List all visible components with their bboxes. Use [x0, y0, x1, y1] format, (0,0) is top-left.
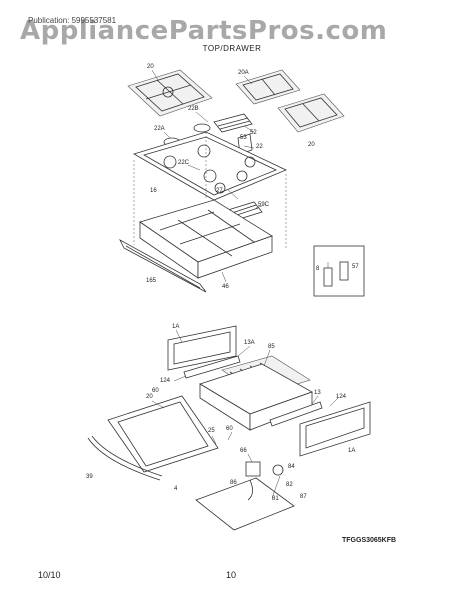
callout-124-left: 124 [160, 378, 171, 384]
side-panel-right[interactable] [299, 401, 371, 457]
callout-60-upper: 60 [152, 388, 159, 394]
grate-center[interactable] [235, 69, 301, 105]
callout-1a-left: 1A [172, 324, 179, 330]
cooktop-maintop[interactable] [133, 131, 287, 201]
callout-52: 52 [250, 130, 257, 136]
publication-header: Publication: 5995537581 [28, 16, 117, 25]
side-panel-left[interactable] [167, 325, 237, 371]
drawer-liner[interactable] [199, 363, 313, 431]
callout-81: 81 [272, 496, 279, 502]
callout-20-left: 20 [147, 64, 154, 70]
griddle-plate[interactable] [213, 113, 253, 133]
callout-124-right: 124 [336, 394, 347, 400]
callout-46: 46 [222, 284, 229, 290]
callout-8: 8 [316, 266, 320, 272]
callout-59c: 59C [258, 202, 270, 208]
callout-13a: 13A [244, 340, 255, 346]
slide-rail-right[interactable] [269, 401, 323, 427]
callout-13: 13 [314, 390, 321, 396]
callout-165: 165 [146, 278, 157, 284]
drawer-handle[interactable] [87, 435, 163, 481]
callout-20a: 20A [238, 70, 249, 76]
slide-rail-left[interactable] [183, 355, 241, 379]
callout-53: 53 [240, 135, 247, 141]
watermark: AppliancePartsPros.com [20, 16, 388, 46]
callout-86: 86 [230, 480, 237, 486]
front-rail[interactable] [119, 239, 207, 293]
lock-assembly[interactable] [245, 461, 284, 501]
callout-60-lower: 60 [226, 426, 233, 432]
callout-22: 22 [256, 144, 263, 150]
callout-87: 87 [300, 494, 307, 500]
igniter-inset[interactable] [313, 245, 365, 297]
callout-57: 57 [352, 264, 359, 270]
callout-4: 4 [174, 486, 178, 492]
callout-27: 27 [216, 188, 223, 194]
footer-page-number: 10 [226, 570, 237, 580]
callout-22b: 22B [188, 106, 199, 112]
diagram-code: TFGGS3065KFB [342, 537, 396, 544]
drawer-bottom[interactable] [195, 477, 295, 531]
footer-date: 10/10 [38, 570, 61, 580]
page-title: TOP/DRAWER [202, 44, 262, 53]
burner-box[interactable] [139, 199, 273, 279]
callout-84: 84 [288, 464, 295, 470]
callout-85: 85 [268, 344, 275, 350]
callout-39: 39 [86, 474, 93, 480]
callout-66: 66 [240, 448, 247, 454]
burner-cap-rear[interactable] [193, 123, 211, 133]
grate-left[interactable] [127, 69, 213, 117]
callout-82: 82 [286, 482, 293, 488]
callout-20-drawer: 20 [146, 394, 153, 400]
callout-25: 25 [208, 428, 215, 434]
callout-22c: 22C [178, 160, 190, 166]
callout-1a-right: 1A [348, 448, 355, 454]
grate-right[interactable] [277, 93, 345, 133]
callout-16: 16 [150, 188, 157, 194]
callout-22a: 22A [154, 126, 165, 132]
callout-20-right: 20 [308, 142, 315, 148]
